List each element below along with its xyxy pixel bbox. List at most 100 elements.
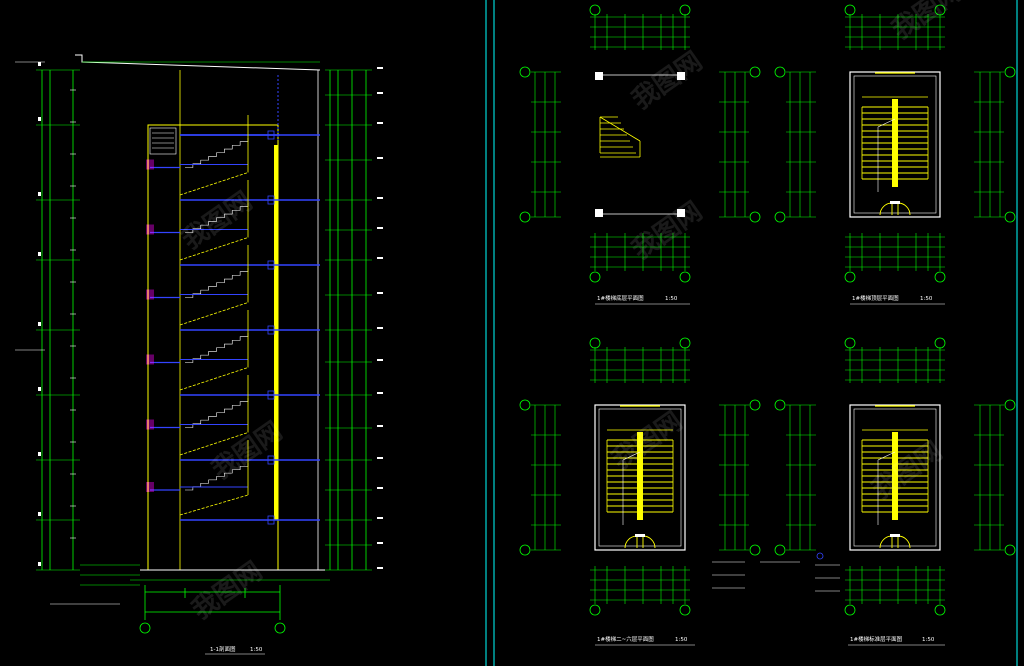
axis-bubble-icon [519,66,531,78]
plan-wall [849,404,941,551]
column [677,209,685,217]
axis-bubble-icon [844,4,856,16]
plan-wall-inner [598,408,682,547]
plan-1-scale: 1:50 [665,296,678,302]
dim-text-mark [38,252,41,256]
slab-edge [267,195,275,205]
axis-bubble-icon [589,604,601,616]
stair-well-rail [892,99,898,187]
stair-flight-steps [185,138,249,168]
stair-well-rail [637,432,643,520]
axis-bubble-icon [844,271,856,283]
dim-text-mark [377,425,383,427]
door-frame [890,201,900,204]
axis-bubble-icon [589,271,601,283]
axis-bubble-icon [679,271,691,283]
axis-bubble-icon [934,4,946,16]
dim-text-mark [377,92,383,94]
sheet-dividers [485,0,1018,666]
stair-diag [599,116,641,142]
dim-text-mark [377,227,383,229]
axis-bubble-icon [139,622,151,634]
roof-hatch [149,127,177,155]
dim-text-mark [38,192,41,196]
plan-wall [849,71,941,218]
stair-flight-up [179,237,249,261]
dim-text-mark [377,487,383,489]
axis-bubble-icon [774,66,786,78]
axis-bubble-icon [749,399,761,411]
plan-3-title: 1#楼梯二~六层平面图 [597,635,654,643]
plan-titles: 1#楼梯底层平面图 1:50 1#楼梯顶层平面图 1:50 1#楼梯二~六层平面… [595,294,945,646]
section-notes [50,564,140,605]
stair-flight-up [179,302,249,326]
slab-edge [267,260,275,270]
axis-bubble-icon [589,4,601,16]
plan-2-title: 1#楼梯顶层平面图 [852,294,899,302]
stair-flights [146,115,249,516]
direction-arrow [622,451,641,461]
stair-well-rail [892,432,898,520]
plan-4-title: 1#楼梯标准层平面图 [850,635,903,643]
stair-plan [774,4,1016,283]
left-dimension-chain [15,61,80,571]
dim-text-mark [377,122,383,124]
plan-4-scale: 1:50 [922,637,935,643]
dim-text-mark [377,392,383,394]
slab-edge [267,390,275,400]
section-bottom-dimension [139,585,286,634]
stair-flight-up [179,172,249,196]
plan-drawings [519,4,1016,616]
axis-bubble-icon [844,604,856,616]
column [595,72,603,80]
door-frame [635,534,645,537]
dim-text-mark [38,452,41,456]
dim-text-mark [377,292,383,294]
dim-text-mark [377,157,383,159]
slab-edge [267,455,275,465]
stair-flight-steps [185,398,249,428]
axis-bubble-icon [679,337,691,349]
dim-text-mark [377,567,383,569]
axis-bubble-icon [1004,399,1016,411]
axis-bubble-icon [774,399,786,411]
plan-1-title: 1#楼梯底层平面图 [597,294,644,302]
dim-text-mark [38,512,41,516]
direction-arrow [877,451,896,461]
right-dimension-chain [325,67,383,571]
dim-text-mark [377,327,383,329]
stair-flight-steps [185,268,249,298]
plan-3-scale: 1:50 [675,637,688,643]
axis-bubble-icon [774,211,786,223]
dim-text-mark [377,257,383,259]
roof-line [75,54,321,71]
stair-flight-up [179,432,249,456]
plan-wall-inner [853,408,937,547]
dim-text-mark [377,197,383,199]
section-title: 1-1剖面图 [210,645,236,653]
axis-bubble-icon [1004,544,1016,556]
dim-text-mark [38,562,41,566]
section-scale: 1:50 [250,647,263,653]
stair-flight-steps [185,333,249,363]
stair-flight-steps [185,203,249,233]
right-wall-column [274,145,278,520]
stair-flight-up [179,367,249,391]
axis-bubble-icon [1004,66,1016,78]
dim-text-mark [38,387,41,391]
stair-plan [774,337,1016,616]
dim-text-mark [38,322,41,326]
stair-flight-up [179,494,249,516]
slab-edge [267,325,275,335]
axis-bubble-icon [934,337,946,349]
axis-bubble-icon [519,211,531,223]
plan-notes [712,552,840,592]
axis-bubble-icon [749,66,761,78]
axis-bubble-icon [774,544,786,556]
dim-text-mark [38,62,41,66]
axis-bubble-icon [749,211,761,223]
axis-bubble-icon [1004,211,1016,223]
axis-bubble-icon [749,544,761,556]
section-drawing: 1-1剖面图 1:50 [15,54,383,655]
